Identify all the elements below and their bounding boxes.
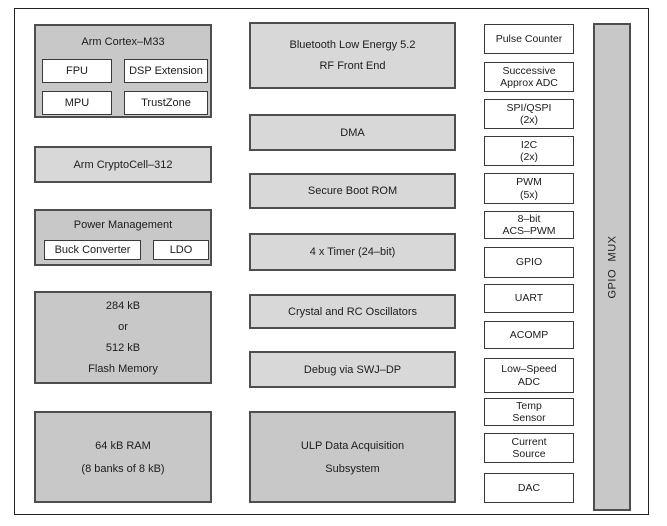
block-debug-swj-dp: Debug via SWJ–DP	[249, 351, 456, 388]
ble-title-line: Bluetooth Low Energy 5.2	[289, 39, 416, 51]
block-label: Buck Converter	[54, 244, 131, 256]
block-title: Power Management	[73, 219, 173, 231]
block-trustzone: TrustZone	[124, 91, 208, 115]
block-label-line: ADC	[517, 375, 541, 388]
ram-size-line: 64 kB RAM	[95, 439, 151, 452]
ulp-title-line: ULP Data Acquisition	[300, 439, 405, 452]
block-spi-qspi: SPI/QSPI (2x)	[484, 99, 574, 129]
block-temp-sensor: Temp Sensor	[484, 398, 574, 426]
block-timer: 4 x Timer (24–bit)	[249, 233, 456, 271]
block-acomp: ACOMP	[484, 321, 574, 349]
block-label: GPIO	[515, 256, 543, 269]
ram-banks-line: (8 banks of 8 kB)	[81, 462, 165, 475]
block-label: DAC	[517, 481, 541, 494]
block-fpu: FPU	[42, 59, 112, 83]
block-arm-cortex-m33: Arm Cortex–M33 FPU DSP Extension MPU Tru…	[34, 24, 212, 118]
block-label-line: Approx ADC	[500, 77, 558, 89]
block-dma: DMA	[249, 114, 456, 151]
gpio-mux-label: GPIO MUX	[606, 235, 619, 299]
block-dac: DAC	[484, 473, 574, 503]
flash-label-line: Flash Memory	[88, 363, 158, 375]
block-label-line: SPI/QSPI	[506, 101, 552, 114]
block-label-line: Source	[512, 448, 546, 460]
block-crystal-rc-oscillators: Crystal and RC Oscillators	[249, 294, 456, 329]
block-gpio: GPIO	[484, 247, 574, 278]
block-8bit-acs-pwm: 8–bit ACS–PWM	[484, 211, 574, 239]
block-label: Debug via SWJ–DP	[303, 363, 402, 376]
flash-size-line: 512 kB	[105, 342, 141, 354]
block-pulse-counter: Pulse Counter	[484, 24, 574, 54]
block-label: TrustZone	[141, 97, 191, 109]
block-label-line: Successive	[502, 64, 556, 77]
block-label-line: (2x)	[519, 151, 539, 163]
block-label-line: (2x)	[519, 114, 539, 126]
block-label: Crystal and RC Oscillators	[288, 305, 417, 318]
block-label: 4 x Timer (24–bit)	[309, 246, 396, 258]
block-ldo: LDO	[153, 240, 209, 260]
ble-rf-line: RF Front End	[319, 60, 386, 72]
block-label: LDO	[169, 244, 193, 256]
block-label: DMA	[340, 126, 365, 139]
block-mpu: MPU	[42, 91, 112, 115]
block-flash-memory: 284 kB or 512 kB Flash Memory	[34, 291, 212, 384]
diagram-frame: Arm Cortex–M33 FPU DSP Extension MPU Tru…	[14, 8, 649, 515]
block-label: Arm CryptoCell–312	[73, 158, 173, 171]
block-pwm: PWM (5x)	[484, 173, 574, 204]
block-uart: UART	[484, 284, 574, 313]
block-ram: 64 kB RAM (8 banks of 8 kB)	[34, 411, 212, 503]
block-arm-cryptocell-312: Arm CryptoCell–312	[34, 146, 212, 183]
block-power-management: Power Management Buck Converter LDO	[34, 209, 212, 266]
block-secure-boot-rom: Secure Boot ROM	[249, 173, 456, 209]
block-label: Pulse Counter	[495, 32, 563, 45]
block-i2c: I2C (2x)	[484, 136, 574, 166]
block-label-line: Low–Speed	[501, 363, 557, 375]
ulp-subsystem-line: Subsystem	[325, 462, 380, 475]
block-label-line: (5x)	[519, 188, 539, 201]
block-title: Arm Cortex–M33	[81, 36, 165, 48]
block-bluetooth-low-energy: Bluetooth Low Energy 5.2 RF Front End	[249, 22, 456, 89]
block-label-line: Temp	[516, 399, 542, 412]
block-buck-converter: Buck Converter	[44, 240, 141, 260]
block-label-line: ACS–PWM	[502, 225, 556, 237]
block-label: Secure Boot ROM	[307, 185, 398, 197]
block-dsp-extension: DSP Extension	[124, 59, 208, 83]
block-label-line: Sensor	[512, 412, 546, 424]
block-label: ACOMP	[509, 328, 549, 341]
block-gpio-mux: GPIO MUX	[593, 23, 631, 511]
block-label-line: I2C	[520, 138, 538, 151]
block-label-line: PWM	[516, 176, 542, 188]
block-label-line: Current	[511, 435, 547, 448]
block-label: DSP Extension	[129, 65, 203, 77]
block-current-source: Current Source	[484, 433, 574, 463]
block-ulp-data-acquisition: ULP Data Acquisition Subsystem	[249, 411, 456, 503]
block-label: MPU	[64, 97, 90, 109]
flash-size-line: 284 kB	[105, 300, 141, 312]
block-successive-approx-adc: Successive Approx ADC	[484, 62, 574, 92]
flash-or-line: or	[118, 321, 128, 333]
block-label: UART	[514, 292, 544, 305]
block-label-line: 8–bit	[517, 212, 541, 225]
block-low-speed-adc: Low–Speed ADC	[484, 358, 574, 393]
block-label: FPU	[66, 65, 88, 77]
